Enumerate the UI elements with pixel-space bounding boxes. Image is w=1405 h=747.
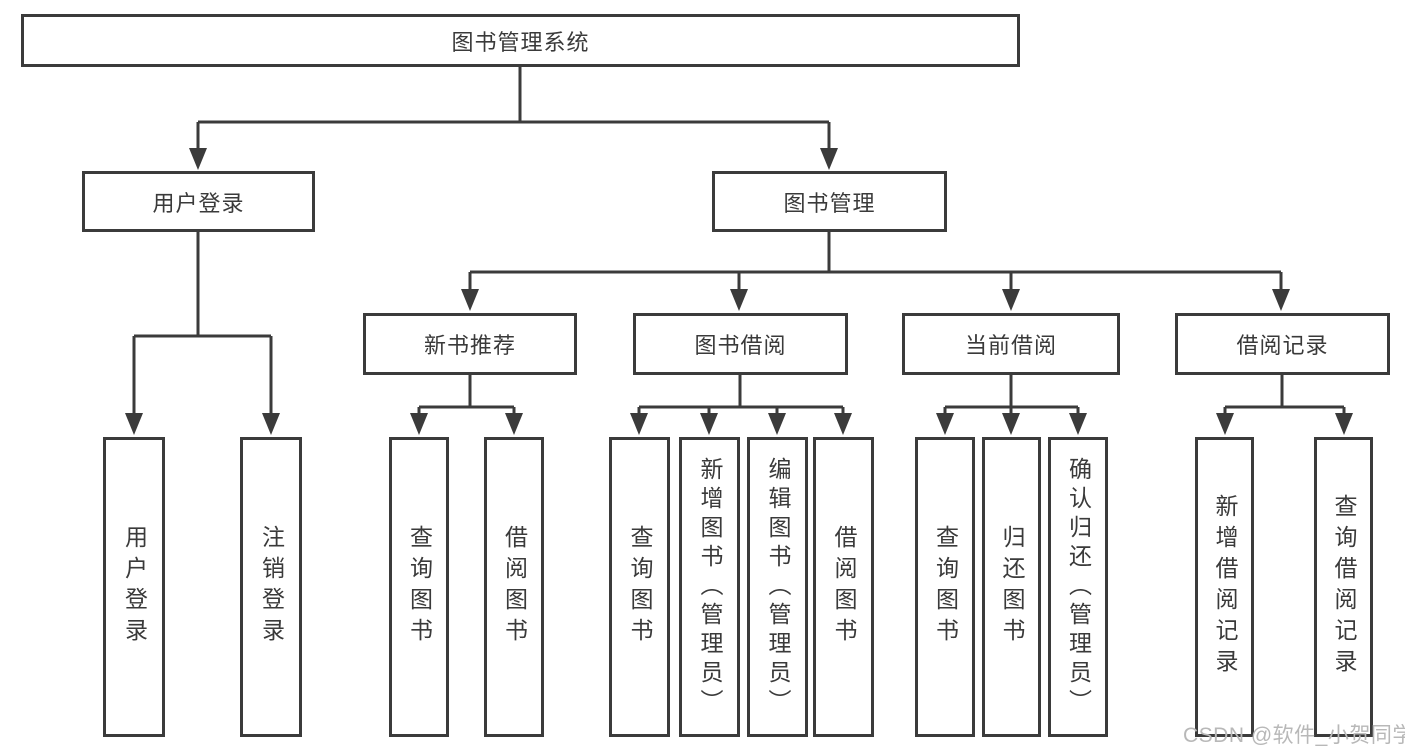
leaf-current-query-books: 查询图书 <box>915 437 975 737</box>
connector-book-mgmt-to-level3 <box>461 232 1290 311</box>
node-user-login: 用户登录 <box>82 171 315 232</box>
leaf-user-login: 用户登录 <box>103 437 165 737</box>
node-library-management-system: 图书管理系统 <box>21 14 1020 67</box>
leaf-edit-books-admin: 编辑图书（管理员） <box>747 437 808 737</box>
leaf-newbook-borrow-books: 借阅图书 <box>484 437 544 737</box>
leaf-confirm-return-admin: 确认归还（管理员） <box>1048 437 1108 737</box>
connector-root-to-level2 <box>189 67 838 170</box>
csdn-watermark: CSDN @软件_小贺同学 <box>1183 724 1405 747</box>
connector-borrowing-branch <box>630 375 852 435</box>
leaf-return-books: 归还图书 <box>982 437 1041 737</box>
leaf-add-books-admin: 新增图书（管理员） <box>679 437 740 737</box>
leaf-borrow-books: 借阅图书 <box>813 437 874 737</box>
connector-current-branch <box>936 375 1087 435</box>
connector-records-branch <box>1216 375 1353 435</box>
leaf-add-borrow-record: 新增借阅记录 <box>1195 437 1254 737</box>
node-book-management: 图书管理 <box>712 171 947 232</box>
leaf-newbook-query-books: 查询图书 <box>389 437 449 737</box>
leaf-logout: 注销登录 <box>240 437 302 737</box>
connector-new-books-branch <box>410 375 523 435</box>
leaf-borrow-query-books: 查询图书 <box>609 437 670 737</box>
node-borrowing-records: 借阅记录 <box>1175 313 1390 375</box>
leaf-query-borrow-record: 查询借阅记录 <box>1314 437 1373 737</box>
node-current-borrowing: 当前借阅 <box>902 313 1120 375</box>
node-book-borrowing: 图书借阅 <box>633 313 848 375</box>
node-new-book-recommendation: 新书推荐 <box>363 313 577 375</box>
connector-user-login-branch <box>125 232 280 435</box>
